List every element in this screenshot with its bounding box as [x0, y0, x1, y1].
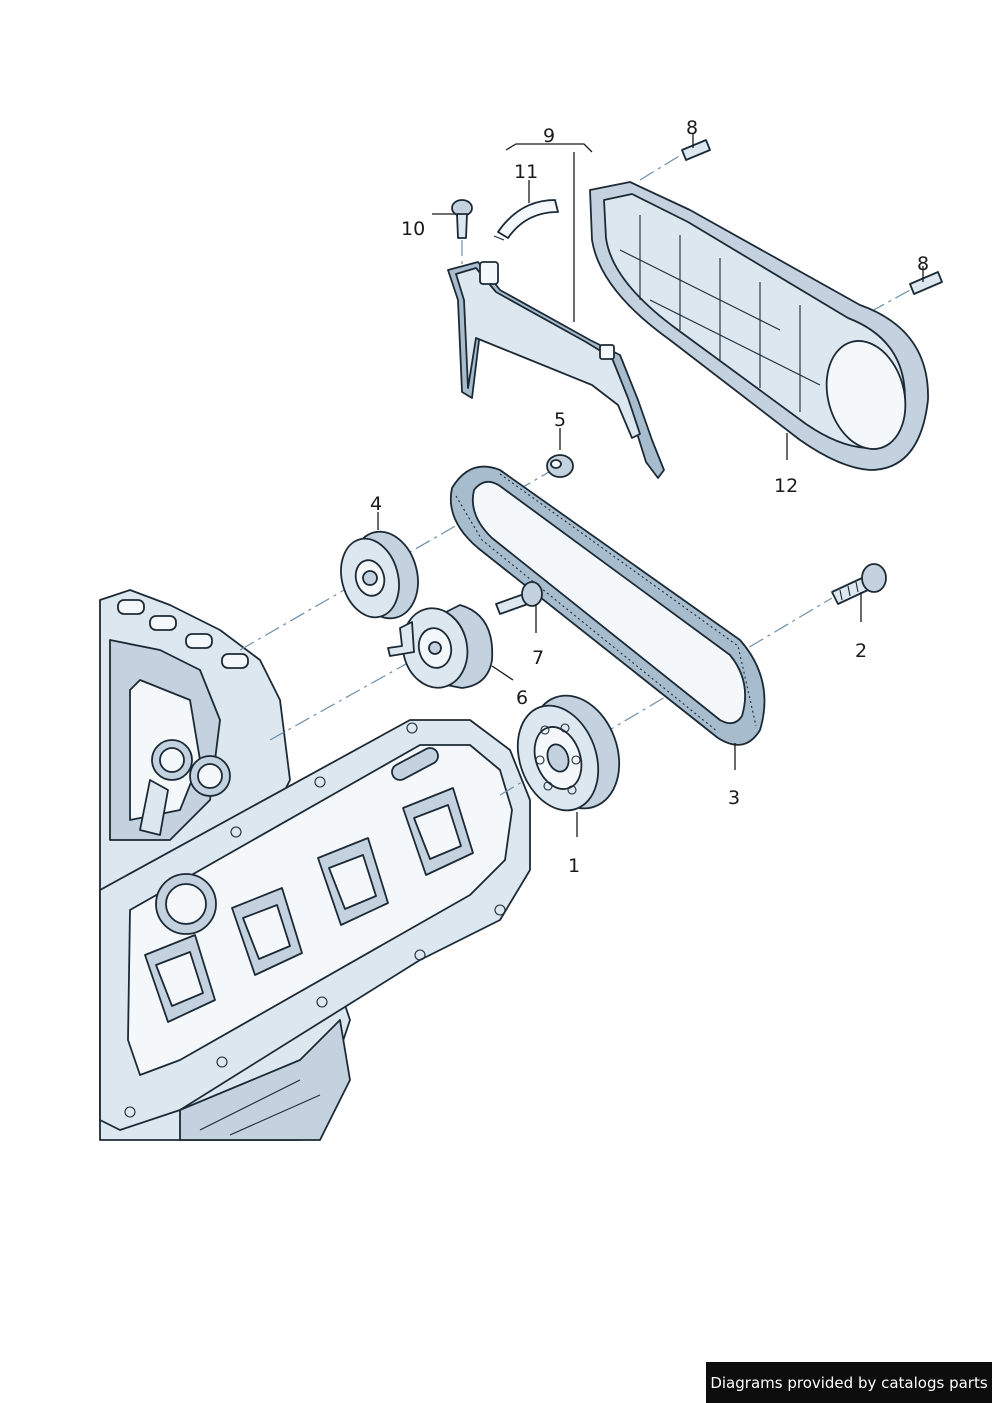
front-belt-cover: [589, 181, 929, 471]
catalog-credit-badge: Diagrams provided by catalogs parts: [706, 1362, 992, 1403]
stud-bolt-upper: [681, 139, 711, 161]
callout-5: 5: [554, 409, 566, 431]
sprocket-bolt: [831, 563, 887, 605]
callout-6: 6: [516, 687, 528, 709]
cylinder-head-illustration: [99, 589, 531, 1141]
tensioner-bolt: [495, 581, 543, 615]
rear-belt-guard: [447, 261, 665, 479]
callout-9: 9: [543, 125, 555, 147]
catalog-credit-text: Diagrams provided by catalogs parts: [710, 1373, 988, 1392]
callout-4: 4: [370, 493, 382, 515]
callout-8-upper: 8: [686, 117, 698, 139]
retaining-clip: [493, 199, 559, 241]
callout-3: 3: [728, 787, 740, 809]
callout-2: 2: [855, 640, 867, 662]
camshaft-sprocket: [516, 694, 621, 812]
leader-lines: [377, 134, 924, 837]
callout-10: 10: [401, 218, 425, 240]
callout-7: 7: [532, 647, 544, 669]
callout-labels: 1 2 3 4 5 6 7 8 8 9 10 11 12: [370, 117, 929, 877]
tensioner-pulley: [387, 604, 494, 689]
timing-belt: [449, 465, 766, 746]
guard-screw: [451, 199, 473, 239]
intermediate-sprocket: [340, 530, 419, 620]
callout-12: 12: [774, 475, 798, 497]
callout-8-lower: 8: [917, 253, 929, 275]
stud-bolt-lower: [909, 271, 943, 295]
callout-1: 1: [568, 855, 580, 877]
nut: [546, 454, 574, 478]
callout-11: 11: [514, 161, 538, 183]
